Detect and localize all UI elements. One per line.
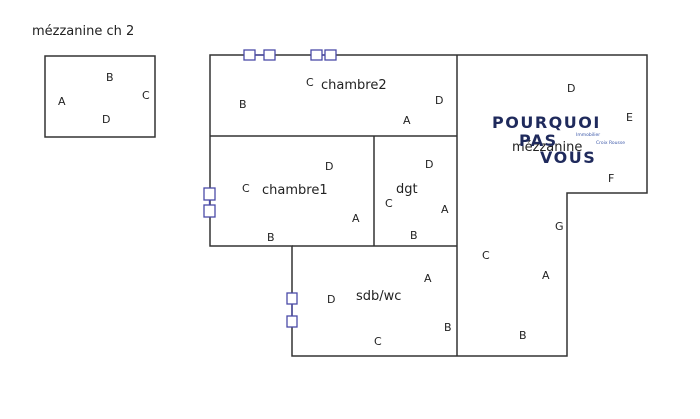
window-chambre1 xyxy=(203,187,216,218)
logo-line1: POURQUOI xyxy=(492,113,601,132)
mezzanine-label-d: D xyxy=(567,82,575,95)
window-chambre2-2 xyxy=(310,49,337,61)
window-chambre2-1 xyxy=(243,49,276,61)
room-name-chambre2: chambre2 xyxy=(321,78,387,93)
chambre2-label-b: B xyxy=(239,98,247,111)
small-box-label-b: B xyxy=(106,71,114,84)
mezzanine-label-f: F xyxy=(608,172,614,185)
room-name-mezzanine: mézzanine xyxy=(512,140,582,155)
sdbwc-label-b: B xyxy=(444,321,452,334)
sdbwc-label-c: C xyxy=(374,335,382,348)
window-sdbwc xyxy=(286,292,298,328)
mezzanine-label-c: C xyxy=(482,249,490,262)
logo-sub2: Croix Rousse xyxy=(596,140,625,146)
mezzanine-label-e: E xyxy=(626,111,633,124)
small-box-outline xyxy=(44,55,156,138)
small-box-label-c: C xyxy=(142,89,150,102)
walls xyxy=(209,54,648,357)
room-sdbwc: sdb/wc D A B C xyxy=(327,272,452,348)
chambre2-label-c: C xyxy=(306,76,314,89)
logo-line3: VOUS xyxy=(540,148,596,167)
small-box-label-d: D xyxy=(102,113,110,126)
room-mezzanine: mézzanine D E F G C A B xyxy=(482,82,633,342)
chambre2-label-a: A xyxy=(403,114,411,127)
dgt-label-a: A xyxy=(441,203,449,216)
chambre1-label-d: D xyxy=(325,160,333,173)
room-chambre2: chambre2 C B D A xyxy=(239,76,443,127)
room-chambre1: chambre1 C D A B xyxy=(242,160,360,244)
mezzanine-label-g: G xyxy=(555,220,564,233)
dgt-label-c: C xyxy=(385,197,393,210)
sdbwc-label-a: A xyxy=(424,272,432,285)
logo-line2: PAS xyxy=(519,131,558,150)
room-name-sdbwc: sdb/wc xyxy=(356,289,401,304)
mezzanine-label-a: A xyxy=(542,269,550,282)
outer-wall xyxy=(209,54,648,357)
chambre1-label-c: C xyxy=(242,182,250,195)
room-name-chambre1: chambre1 xyxy=(262,183,328,198)
mezzanine-label-b: B xyxy=(519,329,527,342)
windows xyxy=(203,49,337,328)
chambre2-label-d: D xyxy=(435,94,443,107)
dgt-label-d: D xyxy=(425,158,433,171)
agency-logo: POURQUOI PAS VOUS Immobilier Croix Rouss… xyxy=(492,113,625,167)
chambre1-label-a: A xyxy=(352,212,360,225)
dgt-label-b: B xyxy=(410,229,418,242)
small-box: B A C D xyxy=(44,55,156,138)
diagram-title: mézzanine ch 2 xyxy=(32,24,134,39)
small-box-label-a: A xyxy=(58,95,66,108)
chambre1-label-b: B xyxy=(267,231,275,244)
logo-sub1: Immobilier xyxy=(576,132,600,138)
room-name-dgt: dgt xyxy=(396,182,418,197)
room-dgt: dgt D C A B xyxy=(385,158,449,242)
sdbwc-label-d: D xyxy=(327,293,335,306)
